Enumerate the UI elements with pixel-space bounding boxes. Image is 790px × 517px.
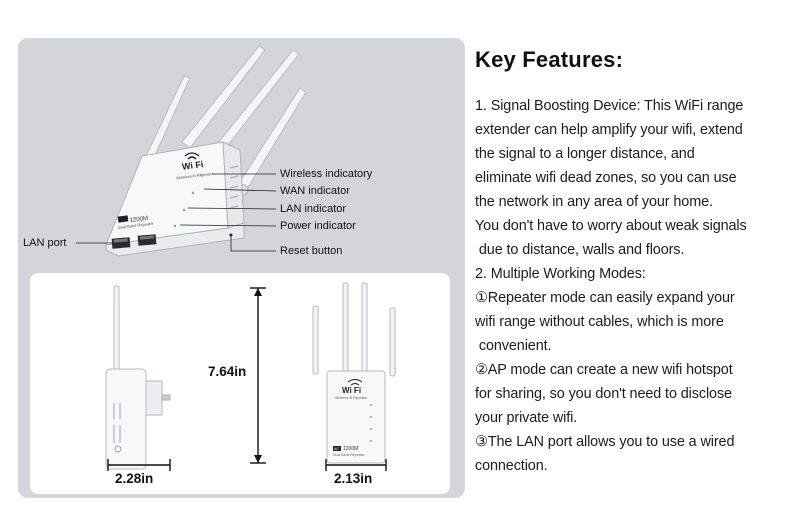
feature-line: convenient.	[475, 338, 552, 354]
feature-line: ①Repeater mode can easily expand your	[475, 290, 735, 306]
svg-text:Wireless-N Repeater: Wireless-N Repeater	[176, 171, 214, 181]
width-dimension-label: 2.13in	[334, 471, 373, 486]
feature-line: wifi range without cables, which is more	[475, 314, 724, 330]
feature-line: due to distance, walls and floors.	[475, 242, 685, 258]
model-text: 1200M	[343, 446, 358, 452]
key-features-title: Key Features:	[475, 47, 624, 72]
dimension-drawings: Wi Fi Wireless-N Repeater AC 1200M Dual …	[105, 282, 396, 471]
depth-dimension-label: 2.28in	[115, 471, 154, 486]
feature-line: the network in any area of your home.	[475, 194, 713, 210]
callout-lan-port: LAN port	[23, 237, 67, 249]
product-image-panel: Wi Fi Wireless-N Repeater 1200M Dual Ban…	[18, 38, 465, 498]
svg-text:Wi Fi: Wi Fi	[181, 159, 203, 172]
repeater-perspective-illustration: Wi Fi Wireless-N Repeater 1200M Dual Ban…	[76, 45, 307, 257]
model-subtitle: Dual Band Repeater	[333, 453, 366, 457]
front-logo-text: Wi Fi	[342, 386, 361, 395]
model-badge-text: AC	[334, 447, 339, 451]
key-features-section: Key Features: 1. Signal Boosting Device:…	[475, 47, 785, 478]
feature-line: 2. Multiple Working Modes:	[475, 266, 646, 282]
feature-line: ②AP mode can create a new wifi hotspot	[475, 362, 733, 378]
feature-line: connection.	[475, 458, 548, 474]
callout-wireless-indicator: Wireless indicatory	[280, 168, 373, 180]
feature-line: for sharing, so you don't need to disclo…	[475, 386, 732, 402]
feature-line: eliminate wifi dead zones, so you can us…	[475, 170, 737, 186]
feature-line: the signal to a longer distance, and	[475, 146, 695, 162]
feature-line: You don't have to worry about weak signa…	[475, 218, 747, 234]
dimension-card: Wi Fi Wireless-N Repeater AC 1200M Dual …	[30, 273, 450, 494]
svg-text:Dual Band Repeater: Dual Band Repeater	[118, 221, 155, 230]
callout-power-indicator: Power indicator	[280, 220, 356, 232]
key-features-body: 1. Signal Boosting Device: This WiFi ran…	[475, 94, 785, 478]
feature-line: 1. Signal Boosting Device: This WiFi ran…	[475, 98, 744, 114]
feature-line: ③The LAN port allows you to use a wired	[475, 434, 735, 450]
svg-text:Wireless-N Repeater: Wireless-N Repeater	[335, 396, 368, 400]
feature-line: extender can help amplify your wifi, ext…	[475, 122, 743, 138]
callout-lan-indicator: LAN indicator	[280, 203, 347, 215]
callout-reset-button: Reset button	[280, 245, 343, 257]
callout-wan-indicator: WAN indicator	[280, 185, 350, 197]
feature-line: your private wifi.	[475, 410, 578, 426]
height-dimension-label: 7.64in	[208, 364, 247, 379]
svg-text:1200M: 1200M	[130, 216, 149, 224]
